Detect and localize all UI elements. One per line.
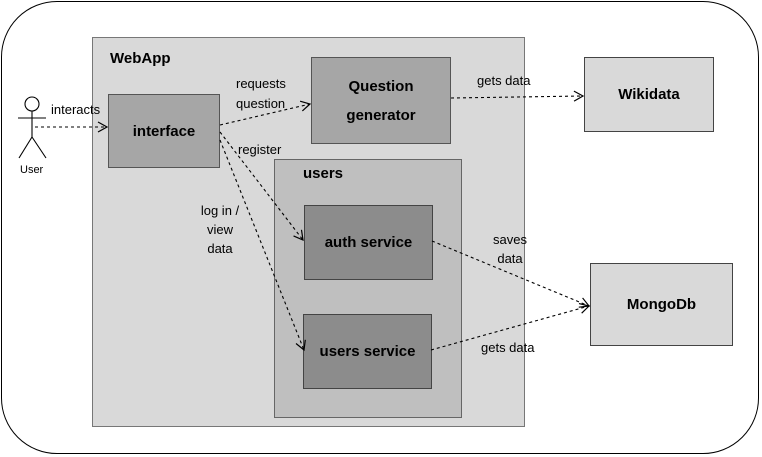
edge-question-wikidata [450, 90, 585, 102]
user-actor-icon [18, 96, 47, 159]
edge-interface-auth [219, 131, 304, 241]
edge-label-gets-data-wikidata: gets data [477, 73, 531, 88]
edge-label-login-line1: log in / [200, 203, 240, 218]
edge-auth-mongo [431, 240, 591, 308]
edge-label-requests-question: requests question [236, 74, 286, 114]
edge-label-saves-line2: data [497, 251, 523, 266]
wikidata-label: Wikidata [618, 86, 680, 103]
edge-label-register: register [238, 142, 282, 157]
user-actor-label: User [20, 164, 44, 176]
wikidata-node: Wikidata [584, 57, 714, 132]
edge-label-requests-line1: requests [236, 76, 286, 91]
question-generator-node: Question generator [311, 57, 451, 144]
edge-label-requests-line2: question [236, 96, 286, 111]
edge-label-login-line3: data [207, 241, 233, 256]
edge-interface-users [219, 139, 306, 352]
edge-label-saves-data: saves data [490, 230, 530, 268]
edge-label-login-line2: view [206, 222, 233, 237]
users-container-label: users [303, 165, 344, 182]
auth-service-node: auth service [304, 205, 433, 280]
edge-label-saves-line1: saves [493, 232, 527, 247]
auth-service-label: auth service [324, 234, 413, 251]
interface-node: interface [108, 94, 220, 168]
interface-label: interface [132, 122, 196, 140]
webapp-label: WebApp [110, 50, 171, 67]
users-service-node: users service [303, 314, 432, 389]
edge-label-login-view-data: log in / view data [198, 201, 242, 258]
question-generator-label-line1: Question [348, 77, 414, 95]
edge-label-gets-data-mongo: gets data [481, 340, 535, 355]
mongodb-node: MongoDb [590, 263, 733, 346]
question-generator-label-line2: generator [346, 106, 416, 124]
users-service-label: users service [319, 343, 416, 360]
edge-label-interacts: interacts [51, 102, 101, 117]
mongodb-label: MongoDb [626, 296, 697, 313]
